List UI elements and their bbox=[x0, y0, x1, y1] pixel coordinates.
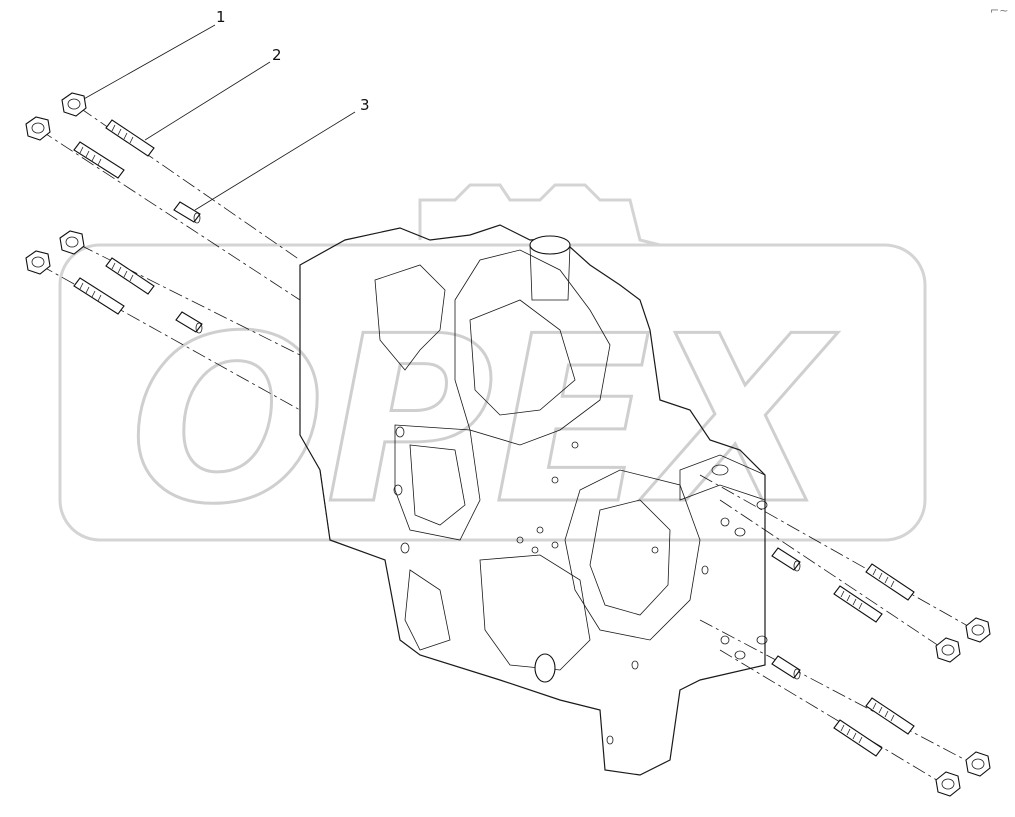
stud-upper-b bbox=[73, 141, 125, 179]
left-fasteners bbox=[25, 92, 203, 334]
leader-line-2 bbox=[144, 61, 271, 141]
callout-3: 3 bbox=[360, 96, 370, 114]
nut-right-b bbox=[935, 637, 961, 663]
assembly-axes bbox=[39, 107, 976, 786]
leader-line-3 bbox=[194, 111, 356, 211]
stud-lower-a bbox=[105, 257, 155, 295]
opex-watermark: OPEX bbox=[58, 183, 927, 557]
corner-mark: ⌐~ bbox=[990, 4, 1008, 17]
right-fasteners bbox=[771, 547, 991, 797]
dowel-right-lower bbox=[771, 655, 801, 680]
dowel-lower bbox=[175, 311, 203, 334]
stud-right-c bbox=[865, 697, 915, 735]
stud-right-d bbox=[833, 719, 883, 757]
stud-right-b bbox=[833, 585, 883, 623]
nut-right-a bbox=[965, 617, 991, 643]
dowel-upper bbox=[173, 201, 201, 224]
stud-upper-a bbox=[105, 119, 155, 157]
stud-lower-b bbox=[73, 277, 125, 315]
nut-right-c bbox=[965, 751, 991, 777]
nut-right-d bbox=[935, 771, 961, 797]
dowel-right-upper bbox=[771, 547, 801, 572]
nut-upper-b bbox=[25, 116, 51, 141]
nut-lower-b bbox=[25, 250, 51, 275]
gear-housing bbox=[299, 224, 768, 776]
leader-line-1 bbox=[81, 24, 216, 101]
stud-right-a bbox=[865, 563, 915, 601]
nut-upper-a bbox=[61, 92, 87, 117]
callout-2: 2 bbox=[272, 46, 282, 64]
watermark-text: OPEX bbox=[130, 288, 838, 555]
callout-1: 1 bbox=[216, 8, 226, 26]
nut-lower-a bbox=[59, 230, 85, 255]
